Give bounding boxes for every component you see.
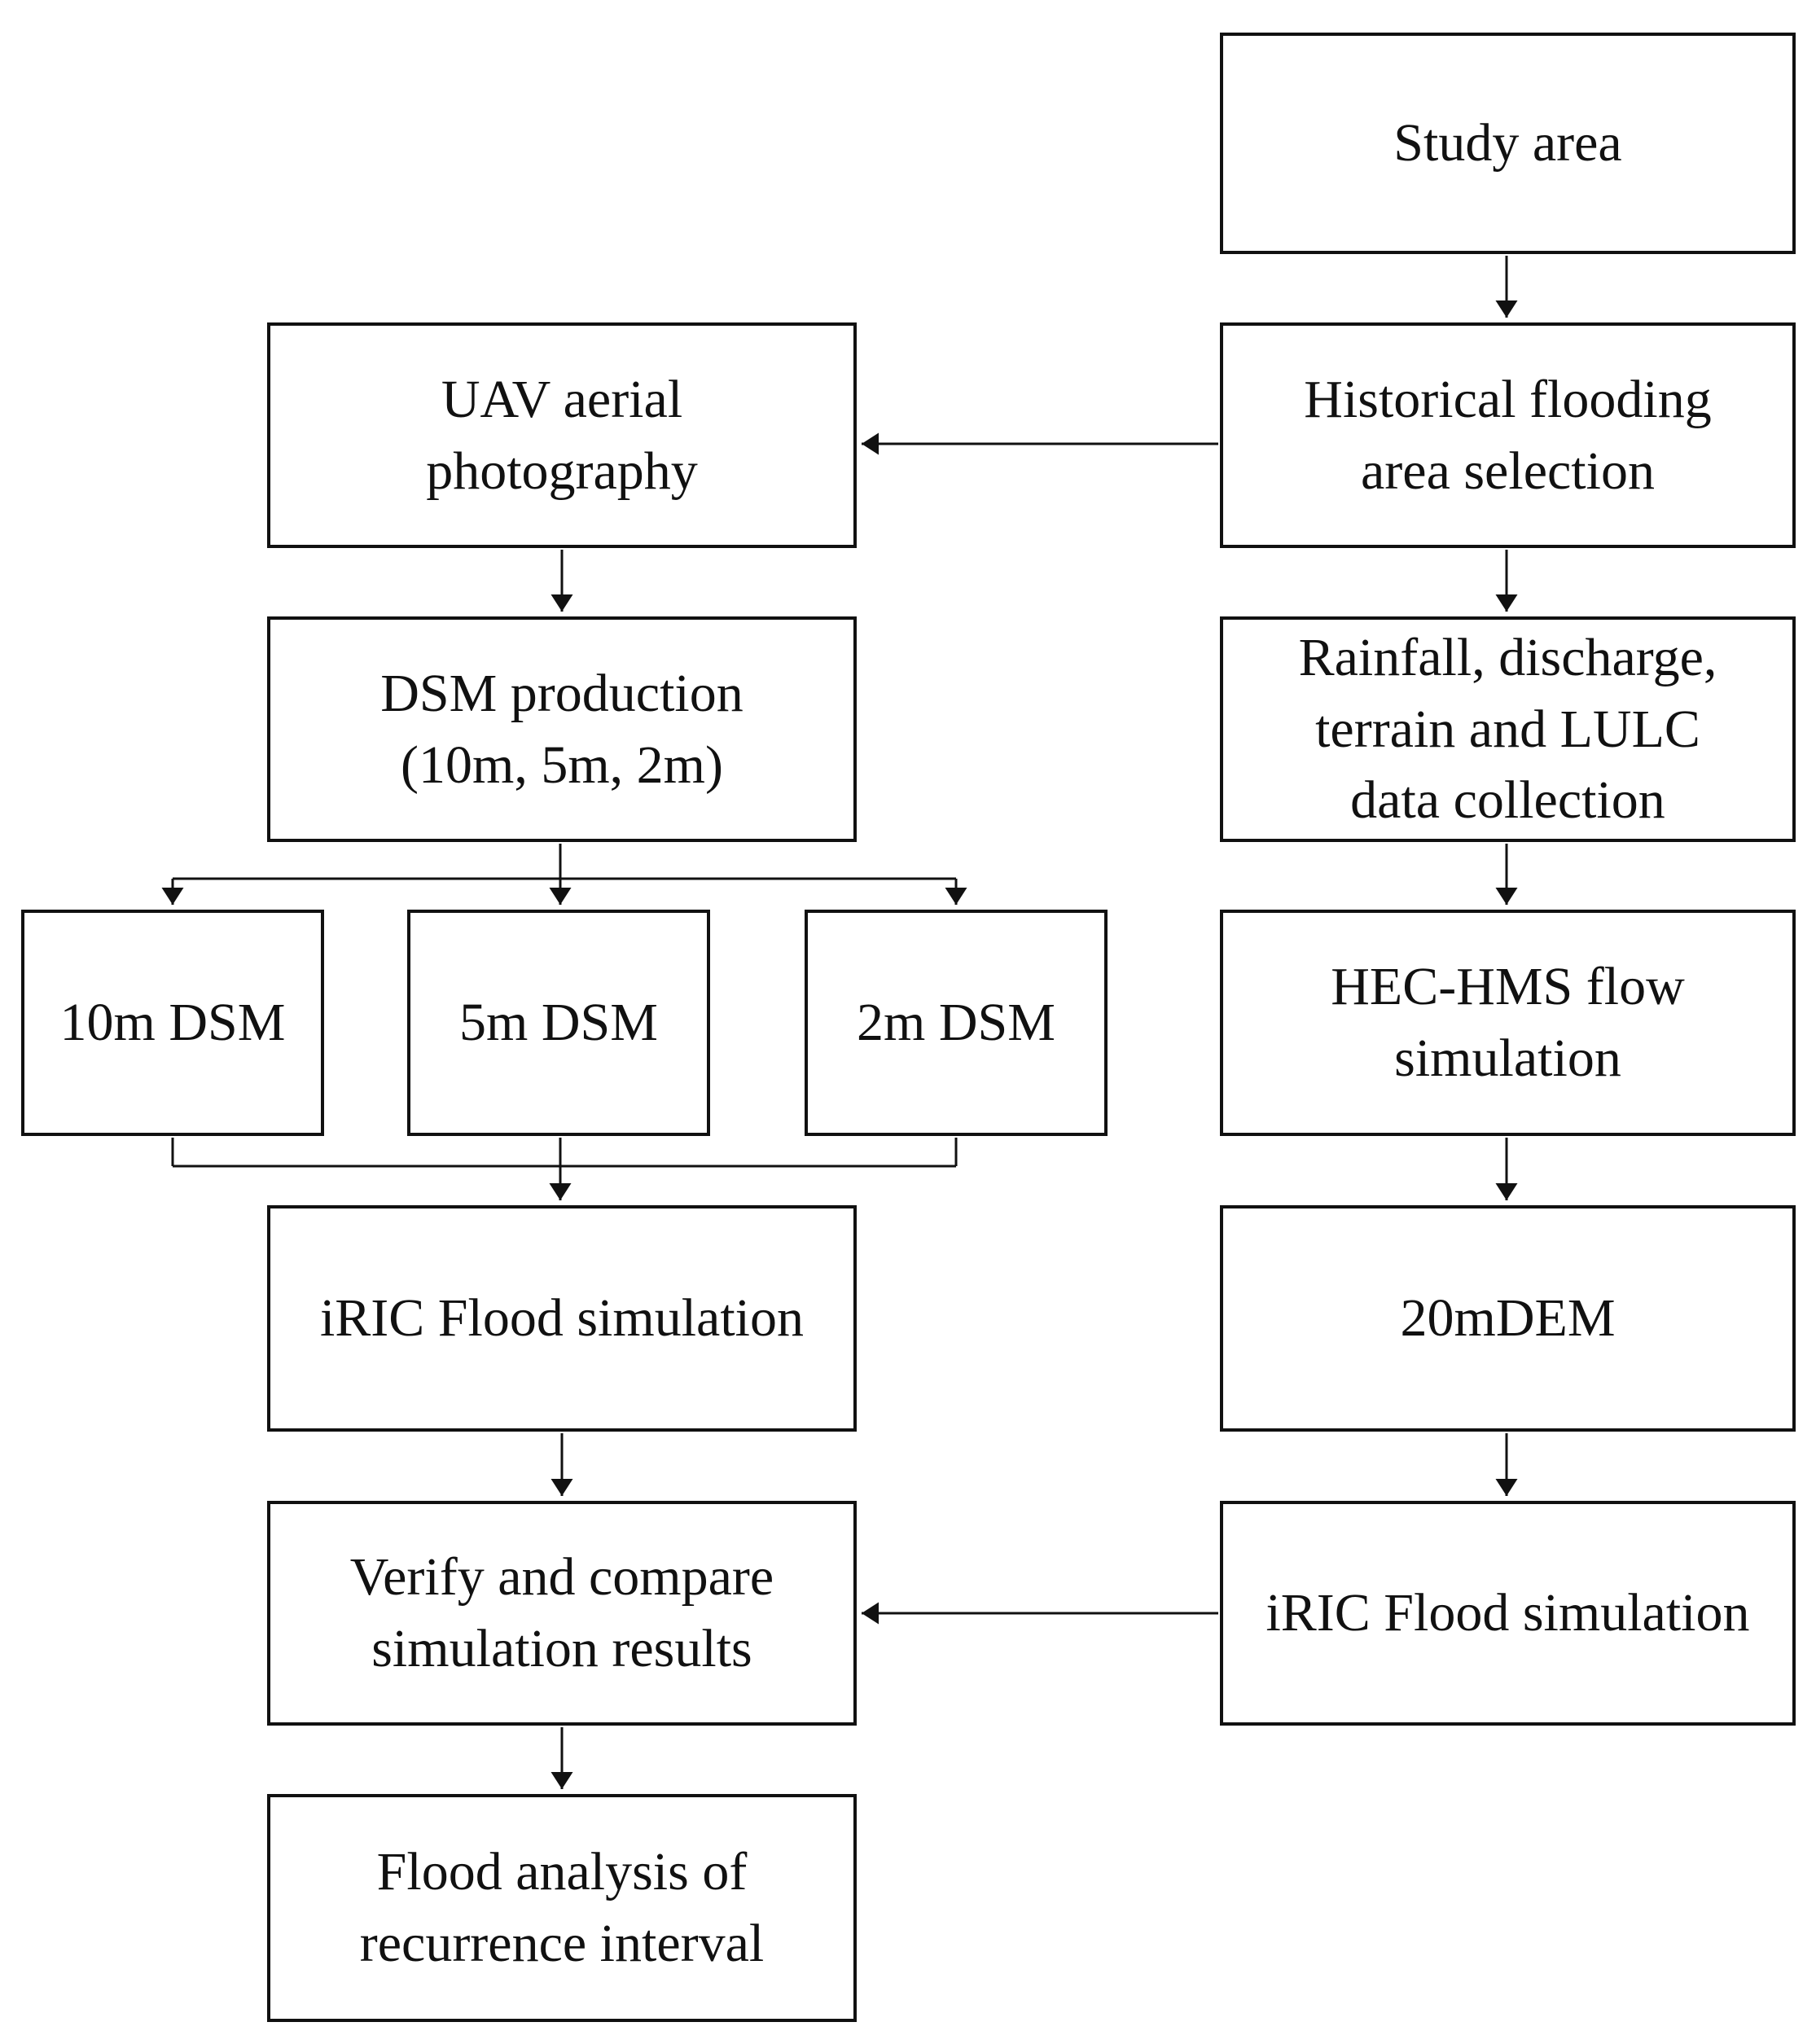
node-20m-dem-label: 20mDEM <box>1400 1288 1616 1349</box>
node-dsm-production: DSM production (10m, 5m, 2m) <box>267 616 857 842</box>
node-5m-dsm: 5m DSM <box>407 910 710 1136</box>
node-dsm-production-label: DSM production (10m, 5m, 2m) <box>380 663 744 795</box>
node-study-area: Study area <box>1220 33 1796 254</box>
node-uav-aerial-photography: UAV aerial photography <box>267 322 857 548</box>
node-2m-dsm-label: 2m DSM <box>857 993 1055 1053</box>
node-iric-flood-simulation-right-label: iRIC Flood simulation <box>1265 1583 1750 1643</box>
node-2m-dsm: 2m DSM <box>805 910 1108 1136</box>
node-verify-compare-results: Verify and compare simulation results <box>267 1501 857 1726</box>
node-verify-compare-results-label: Verify and compare simulation results <box>349 1547 774 1678</box>
node-rainfall-data-collection-label: Rainfall, discharge, terrain and LULC da… <box>1298 627 1717 831</box>
node-iric-flood-simulation-left: iRIC Flood simulation <box>267 1205 857 1432</box>
node-iric-flood-simulation-left-label: iRIC Flood simulation <box>319 1288 805 1349</box>
node-hec-hms-flow-simulation-label: HEC-HMS flow simulation <box>1331 957 1685 1088</box>
node-historical-flooding-label: Historical flooding area selection <box>1304 369 1712 501</box>
node-10m-dsm-label: 10m DSM <box>59 993 286 1053</box>
node-5m-dsm-label: 5m DSM <box>459 993 658 1053</box>
node-uav-aerial-photography-label: UAV aerial photography <box>426 369 698 501</box>
node-10m-dsm: 10m DSM <box>21 910 324 1136</box>
node-historical-flooding: Historical flooding area selection <box>1220 322 1796 548</box>
node-iric-flood-simulation-right: iRIC Flood simulation <box>1220 1501 1796 1726</box>
node-study-area-label: Study area <box>1393 113 1622 173</box>
node-flood-analysis-recurrence-label: Flood analysis of recurrence interval <box>359 1842 765 1973</box>
node-hec-hms-flow-simulation: HEC-HMS flow simulation <box>1220 910 1796 1136</box>
node-rainfall-data-collection: Rainfall, discharge, terrain and LULC da… <box>1220 616 1796 842</box>
node-20m-dem: 20mDEM <box>1220 1205 1796 1432</box>
node-flood-analysis-recurrence: Flood analysis of recurrence interval <box>267 1794 857 2022</box>
